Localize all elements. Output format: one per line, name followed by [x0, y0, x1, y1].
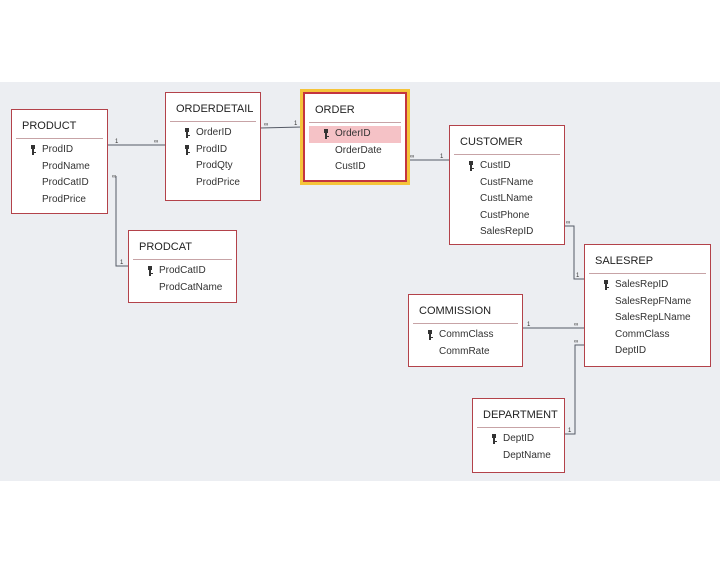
field-row[interactable]: CommClass: [585, 327, 710, 344]
field-row[interactable]: CustID: [450, 158, 564, 175]
field-row[interactable]: OrderID: [166, 125, 260, 142]
table-commission[interactable]: COMMISSION CommClass CommRate: [408, 294, 523, 367]
field-name: CommClass: [439, 329, 494, 340]
field-row[interactable]: ProdCatName: [129, 280, 236, 297]
primary-key-icon: [468, 161, 474, 171]
field-row[interactable]: CustID: [305, 159, 405, 176]
field-name: ProdName: [42, 160, 90, 172]
primary-key-icon: [603, 280, 609, 290]
table-prodcat[interactable]: PRODCAT ProdCatID ProdCatName: [128, 230, 237, 303]
field-list: CustID CustFName CustLName CustPhone Sal…: [450, 158, 564, 241]
table-title[interactable]: ORDER: [309, 98, 401, 123]
field-list: OrderID ProdID ProdQty ProdPrice: [166, 125, 260, 191]
field-row[interactable]: SalesRepID: [585, 277, 710, 294]
table-title[interactable]: DEPARTMENT: [477, 403, 560, 428]
table-orderdetail[interactable]: ORDERDETAIL OrderID ProdID ProdQty ProdP…: [165, 92, 261, 201]
field-row[interactable]: ProdPrice: [12, 192, 107, 209]
field-name: ProdQty: [196, 160, 233, 172]
field-list: DeptID DeptName: [473, 431, 564, 464]
table-title[interactable]: CUSTOMER: [454, 130, 560, 155]
field-name: OrderDate: [335, 144, 382, 156]
field-name: OrderID: [196, 127, 232, 138]
field-row[interactable]: DeptID: [473, 431, 564, 448]
field-name: ProdPrice: [196, 176, 240, 188]
field-name: ProdPrice: [42, 193, 86, 205]
primary-key-icon: [30, 145, 36, 155]
primary-key-icon: [147, 266, 153, 276]
field-name: CustID: [480, 160, 511, 171]
table-department[interactable]: DEPARTMENT DeptID DeptName: [472, 398, 565, 473]
field-name: OrderID: [335, 128, 371, 139]
field-name: CustLName: [480, 193, 533, 205]
field-name: ProdID: [196, 143, 228, 155]
field-name: ProdID: [42, 144, 74, 155]
field-row[interactable]: DeptID: [585, 343, 710, 360]
table-title[interactable]: COMMISSION: [413, 299, 518, 324]
field-list: OrderID OrderDate CustID: [305, 126, 405, 176]
field-row[interactable]: DeptName: [473, 448, 564, 465]
field-name: CustFName: [480, 176, 534, 188]
field-row[interactable]: ProdName: [12, 159, 107, 176]
field-name: DeptID: [503, 433, 535, 444]
field-name: CommRate: [439, 345, 490, 357]
field-name: DeptName: [503, 449, 551, 461]
field-row[interactable]: ProdCatID: [12, 175, 107, 192]
primary-key-icon: [184, 128, 190, 138]
field-row[interactable]: OrderID: [309, 126, 401, 143]
table-title[interactable]: SALESREP: [589, 249, 706, 274]
primary-key-icon: [323, 129, 329, 139]
field-name: CommClass: [615, 328, 670, 340]
field-name: CustID: [335, 161, 366, 173]
field-row[interactable]: OrderDate: [305, 143, 405, 160]
field-name: SalesRepID: [480, 226, 534, 238]
table-title[interactable]: ORDERDETAIL: [170, 97, 256, 122]
field-row[interactable]: ProdCatID: [129, 263, 236, 280]
field-row[interactable]: SalesRepLName: [585, 310, 710, 327]
table-product[interactable]: PRODUCT ProdID ProdName ProdCatID ProdPr…: [11, 109, 108, 214]
field-name: SalesRepLName: [615, 312, 691, 324]
field-row[interactable]: CustLName: [450, 191, 564, 208]
field-row[interactable]: ProdQty: [166, 158, 260, 175]
field-row[interactable]: CustPhone: [450, 208, 564, 225]
field-row[interactable]: CommClass: [409, 327, 522, 344]
table-title[interactable]: PRODUCT: [16, 114, 103, 139]
field-list: CommClass CommRate: [409, 327, 522, 360]
field-row[interactable]: ProdID: [166, 142, 260, 159]
field-row[interactable]: CustFName: [450, 175, 564, 192]
field-name: CustPhone: [480, 209, 530, 221]
primary-key-icon: [184, 144, 190, 155]
table-order[interactable]: ORDER OrderID OrderDate CustID: [303, 92, 407, 182]
field-row[interactable]: SalesRepFName: [585, 294, 710, 311]
field-name: ProdCatID: [159, 265, 206, 276]
field-list: ProdCatID ProdCatName: [129, 263, 236, 296]
field-row[interactable]: SalesRepID: [450, 224, 564, 241]
table-salesrep[interactable]: SALESREP SalesRepID SalesRepFName SalesR…: [584, 244, 711, 367]
field-name: SalesRepID: [615, 279, 669, 290]
field-name: SalesRepFName: [615, 295, 692, 307]
field-name: ProdCatID: [42, 177, 89, 189]
table-customer[interactable]: CUSTOMER CustID CustFName CustLName Cust…: [449, 125, 565, 245]
field-list: SalesRepID SalesRepFName SalesRepLName C…: [585, 277, 710, 360]
field-row[interactable]: CommRate: [409, 344, 522, 361]
field-list: ProdID ProdName ProdCatID ProdPrice: [12, 142, 107, 208]
table-title[interactable]: PRODCAT: [133, 235, 232, 260]
field-row[interactable]: ProdID: [12, 142, 107, 159]
field-name: DeptID: [615, 345, 647, 357]
primary-key-icon: [491, 434, 497, 444]
field-name: ProdCatName: [159, 281, 223, 293]
field-row[interactable]: ProdPrice: [166, 175, 260, 192]
primary-key-icon: [427, 330, 433, 340]
